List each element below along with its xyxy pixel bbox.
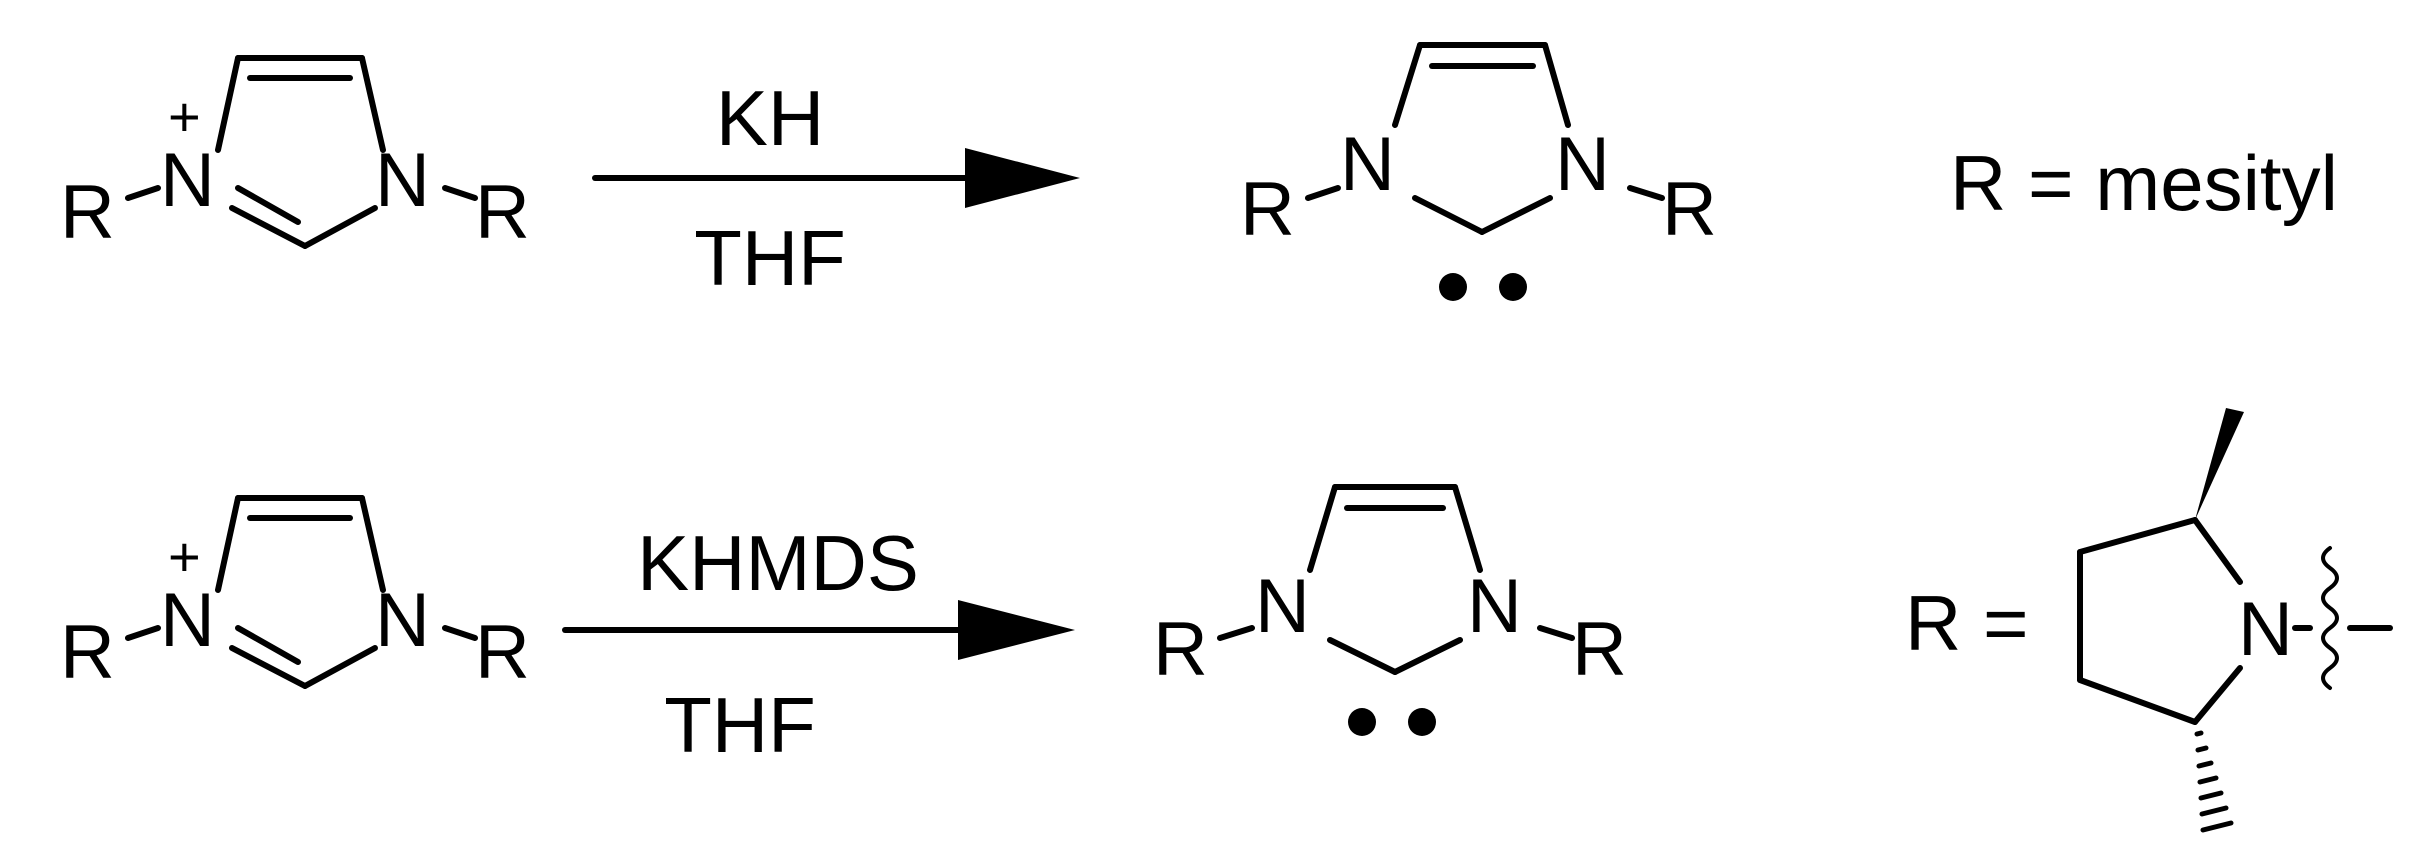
lone-pair-dot-right: [1499, 273, 1527, 301]
substituent-r-left: R: [1153, 607, 1208, 692]
atom-n-left: N: [160, 138, 215, 223]
atom-n-right: N: [1467, 564, 1522, 649]
reaction-arrow-2: KHMDS THF: [562, 519, 1075, 769]
reactant-2-imidazolium: + N N R R: [60, 495, 530, 695]
charge-plus: +: [168, 525, 201, 588]
atom-n-right: N: [375, 578, 430, 663]
atom-n-left: N: [160, 578, 215, 663]
reagent-2: KHMDS: [637, 519, 919, 607]
product-2-ring-bonds: [1217, 484, 1575, 675]
reagent-1: KH: [716, 74, 824, 162]
r-equals-label: R =: [1905, 579, 2029, 667]
reactant-1-imidazolium: + N N R R: [60, 55, 530, 255]
reaction-2: + N N R R KHMDS THF N: [60, 408, 2393, 833]
charge-plus: +: [168, 85, 201, 148]
product-1-ring-bonds: [1305, 42, 1665, 235]
substituent-r-left: R: [60, 170, 115, 255]
atom-n-left: N: [1340, 122, 1395, 207]
substituent-r-right: R: [475, 170, 530, 255]
r-definition-mesityl: R = mesityl: [1950, 139, 2338, 227]
arrowhead-2: [958, 600, 1075, 660]
pyrrolidine-atom-n: N: [2238, 587, 2293, 672]
substituent-r-left: R: [60, 610, 115, 695]
reactant-2-ring-bonds: [125, 495, 478, 689]
lone-pair-dot-right: [1408, 708, 1436, 736]
attachment-wavy-line: [2321, 546, 2339, 690]
r-definition-pyrrolidine: R = N: [1905, 408, 2393, 833]
wedge-bond-methyl-up: [2195, 408, 2244, 520]
solvent-2: THF: [664, 681, 816, 769]
reaction-1: + N N R R KH THF N N: [60, 42, 2338, 302]
substituent-r-right: R: [1662, 167, 1717, 252]
substituent-r-left: R: [1240, 167, 1295, 252]
hashed-bond-methyl-down: [2194, 730, 2234, 833]
substituent-r-right: R: [475, 610, 530, 695]
arrowhead-1: [965, 148, 1080, 208]
lone-pair-dot-left: [1439, 273, 1467, 301]
pyrrolidine-ring-bonds: [2077, 517, 2243, 725]
product-1-carbene: N N R R: [1240, 42, 1717, 301]
reaction-arrow-1: KH THF: [592, 74, 1080, 302]
solvent-1: THF: [694, 214, 846, 302]
substituent-r-right: R: [1572, 607, 1627, 692]
reactant-1-ring-bonds: [125, 55, 478, 249]
lone-pair-dot-left: [1348, 708, 1376, 736]
atom-n-right: N: [1555, 122, 1610, 207]
atom-n-left: N: [1255, 564, 1310, 649]
atom-n-right: N: [375, 138, 430, 223]
product-2-carbene: N N R R: [1153, 484, 1627, 736]
